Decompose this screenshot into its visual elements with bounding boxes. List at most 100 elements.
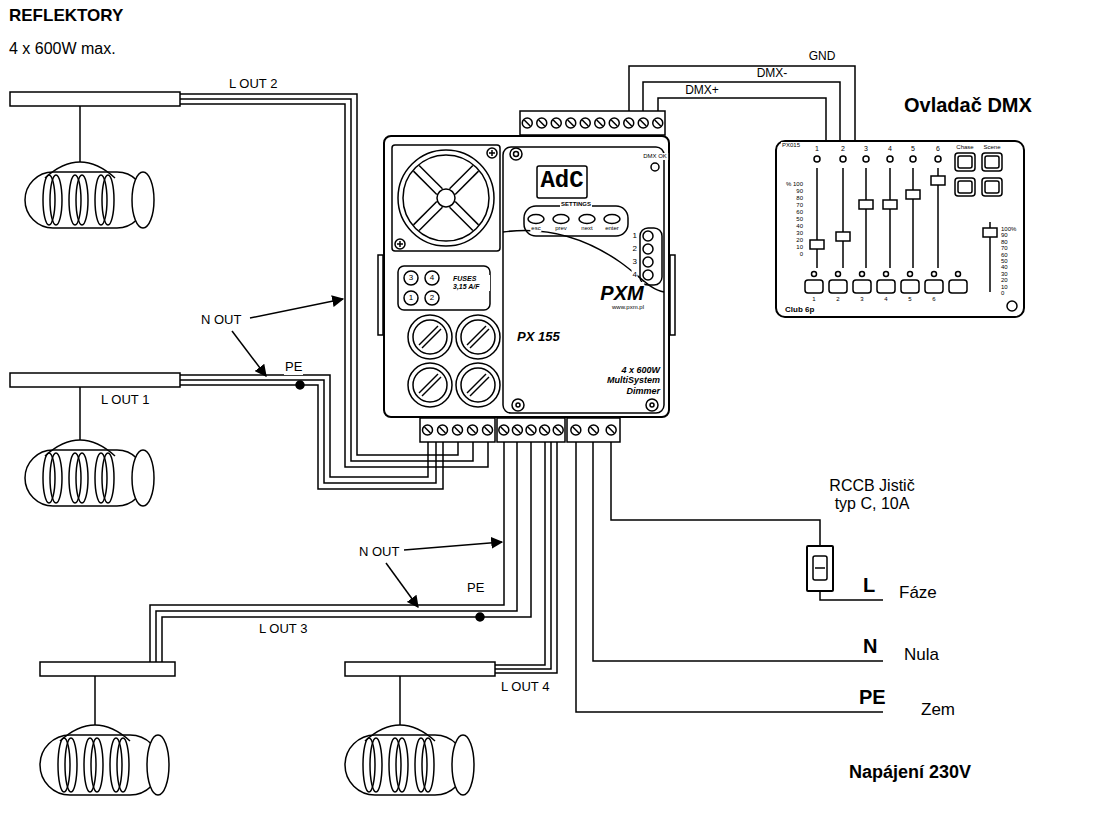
controller-label: 6: [935, 145, 941, 153]
controller-label: 1: [814, 145, 820, 153]
panel-label: PXM: [599, 282, 644, 305]
lamp-handle: [60, 725, 130, 741]
lamp-rib: [370, 738, 382, 792]
fan-guard: [413, 202, 436, 225]
lamp-rib: [110, 738, 122, 792]
neutral-wire: [593, 442, 883, 661]
fuse-panel: [398, 266, 490, 310]
screw-slot: [455, 427, 461, 433]
fuse-holder: [456, 363, 500, 407]
controller-label: Scene: [982, 144, 1001, 151]
screw-slot: [611, 120, 617, 126]
controller-label: Chase: [955, 144, 974, 151]
fuse-holder: [456, 315, 500, 359]
lamp-rib: [43, 175, 55, 225]
flash-button: [901, 280, 919, 293]
flash-button: [853, 280, 871, 293]
function-button: [985, 156, 999, 168]
screw-slot: [501, 427, 507, 433]
channel-led: [863, 156, 869, 162]
panel-label: 2: [429, 293, 435, 302]
fuse-holder-cap: [413, 368, 447, 402]
controller-label: 60: [795, 209, 804, 216]
mains-label: Napájení 230V: [848, 762, 972, 783]
output-label: L OUT 3: [258, 622, 308, 637]
pe-junction-dot: [476, 613, 484, 621]
fan-ring: [398, 150, 494, 246]
controller-screw: [1007, 301, 1017, 311]
title: REFLEKTORY: [8, 6, 124, 26]
breaker-toggle-line: [815, 567, 825, 569]
controller-label: 5: [907, 296, 912, 303]
housing-screw: [512, 399, 524, 411]
terminal-block: [420, 418, 495, 442]
terminal-screw: [537, 118, 547, 128]
function-button: [955, 178, 975, 196]
lamp-body: [345, 735, 465, 795]
fader-slot: [842, 168, 844, 268]
screw-slot: [399, 241, 401, 247]
panel-label: next: [580, 225, 593, 232]
controller-label: 2: [835, 296, 840, 303]
flash-led: [812, 272, 817, 277]
flash-led: [956, 272, 961, 277]
display-readout: AdC: [539, 168, 584, 194]
screw-slot: [491, 150, 493, 156]
breaker-heading: RCCB Jistič typ C, 10A: [820, 477, 924, 514]
lamp-rib: [91, 738, 103, 792]
controller-label: 10: [795, 244, 804, 251]
lamp-stem: [79, 106, 81, 162]
terminal-screw: [522, 118, 532, 128]
lamp-wire: [495, 442, 551, 669]
lamp-wire: [180, 104, 488, 467]
lamp-bracket: [40, 662, 175, 676]
settings-button: [579, 215, 595, 224]
breaker-toggle: [813, 556, 827, 580]
fuse-number-ring: [404, 271, 418, 285]
leader-arrow: [404, 542, 502, 550]
lamp-wire: [180, 385, 443, 489]
controller-label: 50: [795, 216, 804, 223]
channel-led: [814, 156, 820, 162]
controller-label: 3: [859, 296, 864, 303]
terminal-screw: [589, 425, 599, 435]
status-frame: [640, 228, 662, 285]
function-button: [982, 178, 1002, 196]
fader-slot: [865, 168, 867, 268]
flash-button: [805, 280, 823, 293]
fan-ring: [403, 155, 489, 241]
controller-label: 4: [887, 145, 893, 153]
status-led: [643, 270, 653, 280]
fuse-number-ring: [425, 271, 439, 285]
terminal-screw: [526, 425, 536, 435]
screw-slot: [655, 120, 661, 126]
fan-guard: [455, 202, 478, 225]
dmx-ok-led: [651, 163, 659, 171]
panel-label: 4: [429, 273, 435, 282]
status-led: [643, 257, 653, 267]
screw-slot: [539, 120, 545, 126]
fader-slot: [889, 168, 891, 268]
controller-heading: Ovladač DMX: [904, 94, 1032, 117]
controller-label: 3: [863, 145, 869, 153]
fader-knob: [859, 200, 873, 209]
spec-note: 4 x 600W max.: [8, 40, 117, 58]
terminal-screw: [566, 118, 576, 128]
pe-junction-dot: [296, 381, 304, 389]
output-label: L OUT 1: [100, 393, 150, 408]
lamp-bracket: [10, 373, 180, 387]
screw-slot: [440, 427, 446, 433]
controller-label: 6: [931, 296, 936, 303]
gear-icon: [510, 148, 522, 160]
lamp-lens: [147, 735, 169, 795]
terminal-screw: [580, 118, 590, 128]
lamp-body: [40, 735, 160, 795]
panel-label: 2: [632, 244, 638, 253]
fan-screw: [395, 239, 405, 249]
fader-slot: [816, 168, 818, 268]
lamp-body: [25, 172, 145, 228]
dmx-cable: [658, 98, 826, 140]
status-led: [643, 244, 653, 254]
controller-label: 2: [840, 145, 846, 153]
